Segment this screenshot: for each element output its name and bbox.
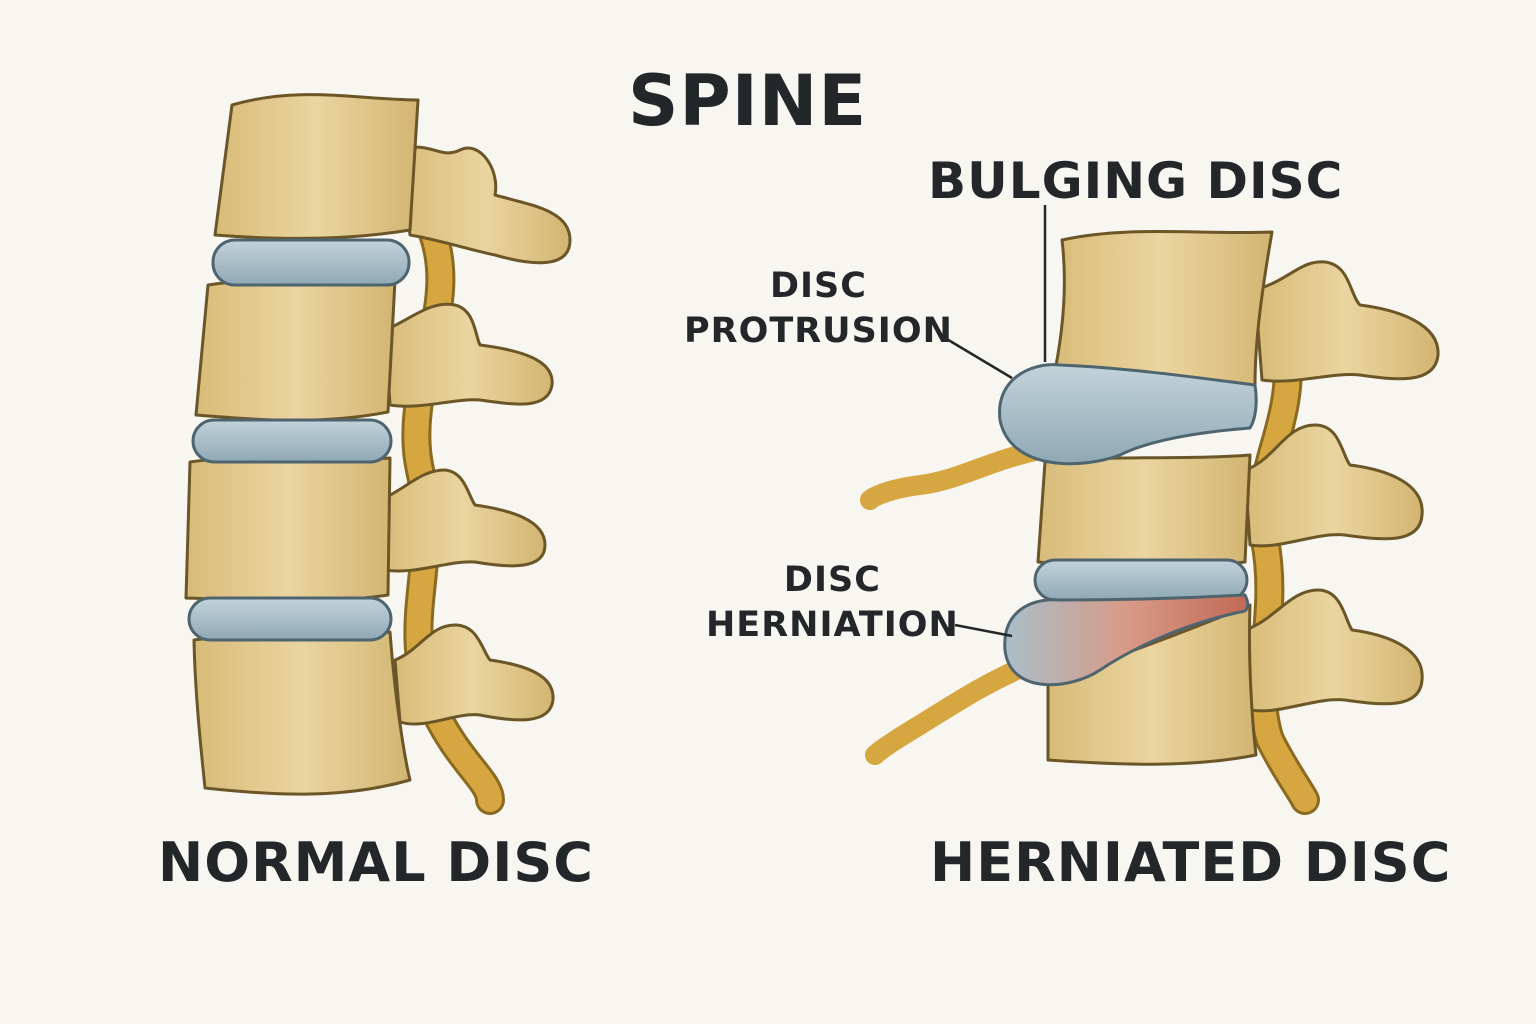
intervertebral-disc (211, 238, 411, 287)
intervertebral-disc (187, 596, 393, 642)
disc-herniation-line1: DISC (783, 560, 881, 600)
normal-disc-caption: NORMAL DISC (158, 831, 594, 894)
normal-spine (184, 93, 572, 815)
bulging-disc (998, 363, 1258, 466)
spinous-process (383, 302, 554, 408)
herniated-disc (1003, 593, 1250, 687)
disc-herniation-label: DISC HERNIATION (706, 558, 959, 648)
vertebra (194, 278, 397, 422)
herniated-disc-caption: HERNIATED DISC (930, 831, 1452, 894)
disc-protrusion-line2: PROTRUSION (684, 311, 953, 351)
intervertebral-disc (191, 418, 393, 464)
disc-herniation-line2: HERNIATION (706, 605, 959, 645)
vertebra (213, 93, 420, 240)
spinous-process (393, 623, 555, 726)
spinous-process (1253, 260, 1440, 383)
protrusion-leader (939, 333, 1013, 380)
nerve-root (865, 650, 1050, 765)
vertebra (184, 455, 392, 603)
herniated-spine (860, 229, 1440, 815)
disc-protrusion-label: DISC PROTRUSION (684, 264, 953, 354)
leader-lines (939, 205, 1047, 638)
page-title: SPINE (628, 60, 868, 142)
disc-protrusion-line1: DISC (769, 266, 867, 306)
spinous-process (1243, 588, 1424, 713)
spinous-process (1243, 423, 1424, 548)
vertebra (1046, 603, 1258, 766)
herniation-leader (954, 623, 1013, 638)
spinous-process (398, 145, 572, 265)
nerve-root (860, 440, 1050, 510)
intervertebral-disc (1033, 558, 1249, 602)
spinous-process (378, 468, 547, 573)
vertebra (192, 630, 412, 796)
vertebra (1036, 453, 1252, 569)
bulging-disc-label: BULGING DISC (928, 152, 1344, 210)
